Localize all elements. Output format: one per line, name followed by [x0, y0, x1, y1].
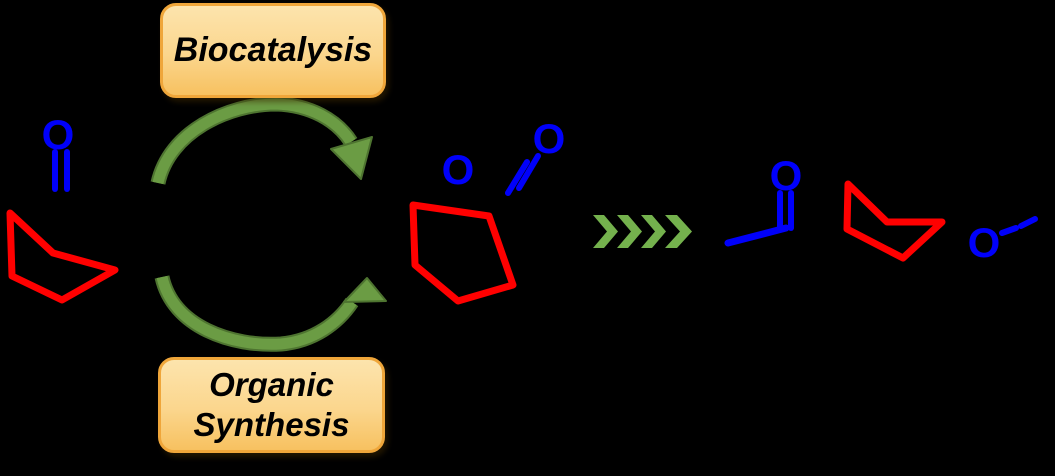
cycle-arrow-top [152, 98, 356, 185]
ester-chain-bond [724, 224, 790, 247]
biocatalysis-label: Biocatalysis [173, 31, 373, 69]
chevron-icon [617, 215, 642, 248]
ester-carbonyl-oxygen-label: O [770, 152, 803, 199]
ester-ring-bond [843, 180, 946, 262]
cycle-arrow-bottom [156, 275, 357, 350]
organic-synthesis-label-line1: Organic [209, 365, 334, 403]
chevron-arrows [593, 215, 692, 248]
ketone-oxygen-label: O [42, 111, 75, 158]
ester-ether-oxygen-label: O [968, 219, 1001, 266]
cycle-arrow-top-head [330, 136, 373, 180]
chevron-icon [593, 215, 618, 248]
biocatalysis-box: Biocatalysis [160, 3, 386, 98]
ester-methyl-bond-dash-2 [1018, 216, 1038, 229]
lactone-double-bond-line-1 [505, 159, 530, 196]
lactone-double-bond-line-2 [516, 153, 541, 191]
lactone-ring-bond [409, 201, 517, 305]
ketone-molecule: O [6, 111, 119, 304]
ester-molecule: O O [724, 152, 1038, 266]
ketone-ring-bond [6, 209, 119, 304]
organic-synthesis-box: Organic Synthesis [158, 357, 385, 453]
cycle-arrow-bottom-head [343, 277, 387, 303]
lactone-carbonyl-oxygen-label: O [533, 115, 566, 162]
organic-synthesis-label-line2: Synthesis [193, 406, 350, 443]
lactone-ring-oxygen-label: O [442, 146, 475, 193]
cycle-arrows [150, 96, 387, 352]
chevron-icon [665, 215, 692, 248]
ester-methyl-bond-dash-1 [999, 225, 1019, 236]
chevron-icon [641, 215, 666, 248]
lactone-molecule: O O [409, 115, 566, 305]
